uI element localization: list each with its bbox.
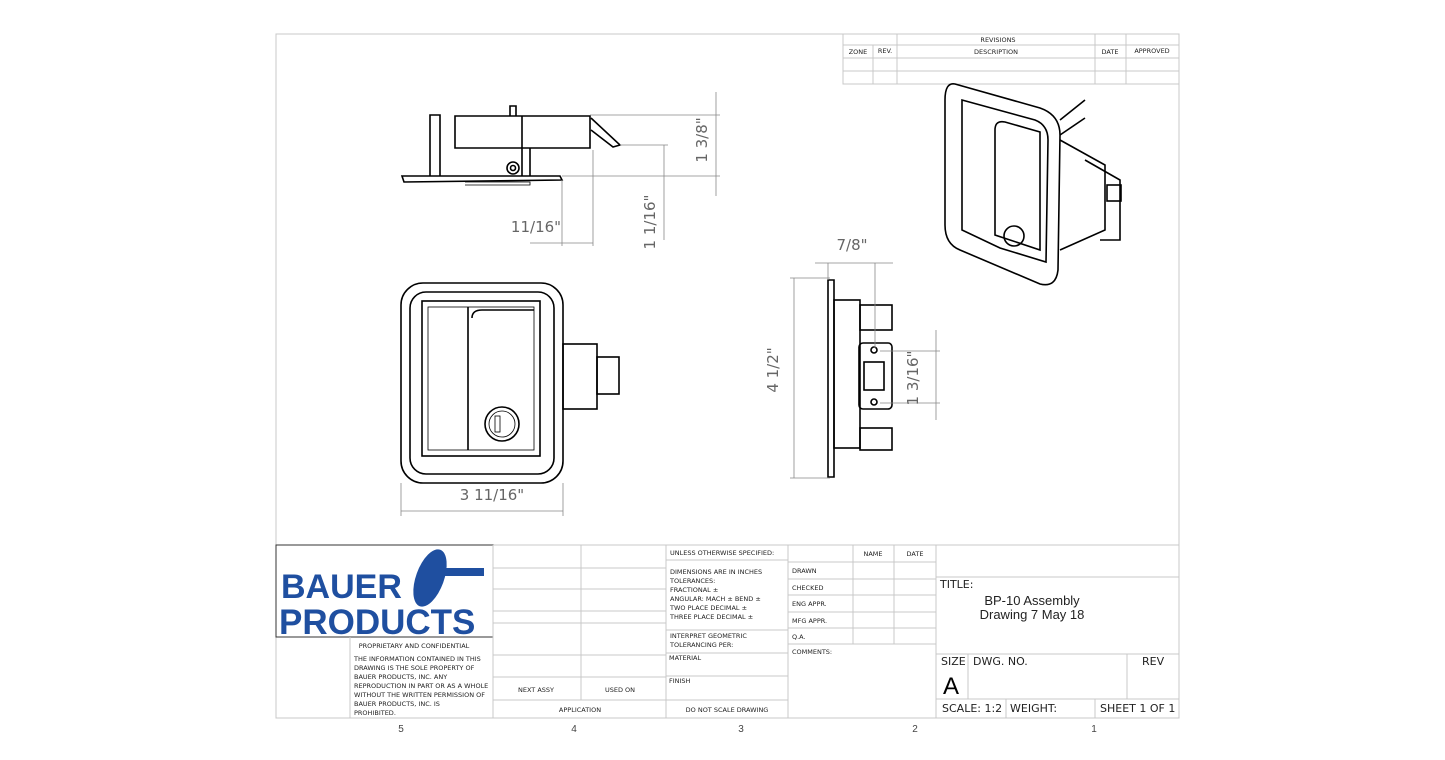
dim-side-offset: 1 1/16" xyxy=(641,195,659,250)
rev-header-rev: REV. xyxy=(878,47,892,55)
revisions-title: REVISIONS xyxy=(980,36,1015,44)
tolerance-line: THREE PLACE DECIMAL ± xyxy=(669,613,753,621)
zone-1: 1 xyxy=(1091,724,1097,735)
front-view: 3 11/16" xyxy=(400,282,620,516)
qa-label: Q.A. xyxy=(792,633,806,641)
logo-line1: BAUER xyxy=(281,568,402,606)
proprietary-line: DRAWING IS THE SOLE PROPERTY OF xyxy=(354,664,475,672)
comments-label: COMMENTS: xyxy=(792,648,832,656)
weight-label: WEIGHT: xyxy=(1010,702,1057,715)
dim-end-latch: 1 3/16" xyxy=(904,351,922,406)
logo-line2: PRODUCTS xyxy=(279,603,475,642)
interpret-line: TOLERANCING PER: xyxy=(669,641,733,649)
proprietary-line: PROHIBITED. xyxy=(354,709,396,717)
mfg-appr-label: MFG APPR. xyxy=(792,617,827,625)
side-view: 1 3/8" 1 1/16" 11/16" xyxy=(400,92,720,250)
drawing-title-line1: BP-10 Assembly xyxy=(984,593,1080,608)
rev-header-approved: APPROVED xyxy=(1134,47,1169,55)
isometric-view xyxy=(944,83,1122,286)
rev-header-description: DESCRIPTION xyxy=(974,48,1018,56)
scale-label: SCALE: 1:2 xyxy=(942,702,1002,715)
sheet-label: SHEET 1 OF 1 xyxy=(1100,702,1175,715)
title-label: TITLE: xyxy=(939,578,973,591)
revisions-table: REVISIONS ZONE REV. DESCRIPTION DATE APP… xyxy=(842,33,1180,85)
proprietary-line: BAUER PRODUCTS, INC. ANY xyxy=(354,673,447,681)
dim-side-lip: 11/16" xyxy=(511,218,561,236)
drawn-label: DRAWN xyxy=(792,567,817,575)
dwg-no-label: DWG. NO. xyxy=(973,655,1028,668)
zone-2: 2 xyxy=(912,724,918,735)
interpret-line: INTERPRET GEOMETRIC xyxy=(670,632,747,640)
dim-side-height: 1 3/8" xyxy=(693,117,711,162)
proprietary-line: REPRODUCTION IN PART OR AS A WHOLE xyxy=(354,682,488,690)
tolerance-line: ANGULAR: MACH ± BEND ± xyxy=(670,595,761,603)
date-header: DATE xyxy=(907,550,924,558)
rev-header-date: DATE xyxy=(1102,48,1119,56)
tolerance-line: FRACTIONAL ± xyxy=(670,586,718,594)
finish-label: FINISH xyxy=(669,677,691,685)
dim-front-width: 3 11/16" xyxy=(460,486,524,504)
name-header: NAME xyxy=(863,550,882,558)
proprietary-line: WITHOUT THE WRITTEN PERMISSION OF xyxy=(354,691,485,699)
dim-end-depth: 7/8" xyxy=(836,236,867,254)
tolerance-line: DIMENSIONS ARE IN INCHES xyxy=(670,568,762,576)
zone-5: 5 xyxy=(398,724,404,735)
dim-end-height: 4 1/2" xyxy=(764,347,782,392)
size-label: SIZE xyxy=(941,655,966,668)
do-not-scale-label: DO NOT SCALE DRAWING xyxy=(686,706,769,714)
zone-4: 4 xyxy=(571,724,577,735)
drawing-title-line2: Drawing 7 May 18 xyxy=(980,607,1085,622)
end-view: 7/8" 4 1/2" 1 3/16" xyxy=(764,236,940,479)
zone-markers: 5 4 3 2 1 xyxy=(398,724,1097,735)
rev-label: REV xyxy=(1142,655,1165,668)
unless-specified-label: UNLESS OTHERWISE SPECIFIED: xyxy=(670,549,774,557)
proprietary-line: BAUER PRODUCTS, INC. IS xyxy=(354,700,440,708)
used-on-label: USED ON xyxy=(605,686,635,694)
proprietary-line: THE INFORMATION CONTAINED IN THIS xyxy=(353,655,481,663)
checked-label: CHECKED xyxy=(792,584,823,592)
rev-header-zone: ZONE xyxy=(849,48,868,56)
material-label: MATERIAL xyxy=(669,654,702,662)
next-assy-label: NEXT ASSY xyxy=(518,686,554,694)
zone-3: 3 xyxy=(738,724,744,735)
title-block: BAUER PRODUCTS PROPRIETARY AND CONFIDENT… xyxy=(275,544,1180,719)
bauer-products-logo: BAUER PRODUCTS xyxy=(279,549,484,642)
proprietary-title: PROPRIETARY AND CONFIDENTIAL xyxy=(359,642,470,650)
application-label: APPLICATION xyxy=(559,706,601,714)
tolerance-line: TWO PLACE DECIMAL ± xyxy=(669,604,747,612)
eng-appr-label: ENG APPR. xyxy=(792,600,827,608)
tolerance-line: TOLERANCES: xyxy=(669,577,715,585)
sheet-size: A xyxy=(943,673,959,700)
